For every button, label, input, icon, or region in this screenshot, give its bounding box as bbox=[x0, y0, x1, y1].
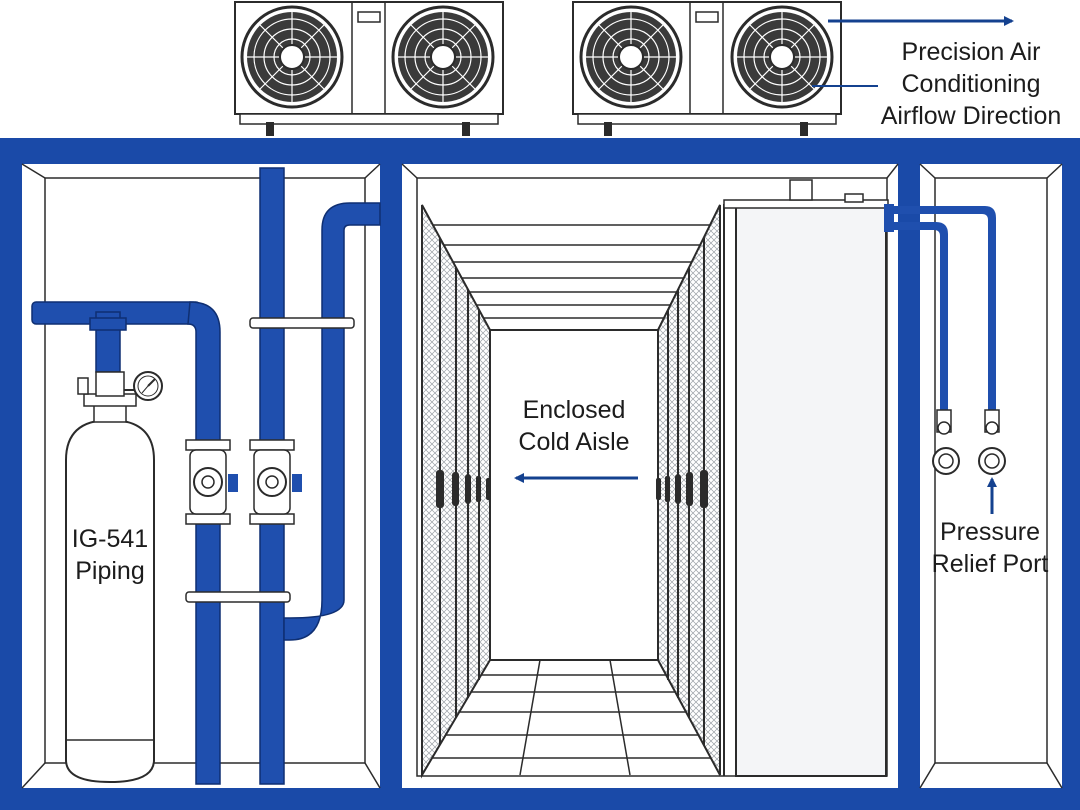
valve-icon bbox=[249, 439, 302, 525]
relief-label-line-1: Pressure bbox=[939, 518, 1041, 546]
airflow-label-line-3: Airflow Direction bbox=[880, 102, 1062, 130]
relief-label: Pressure Relief Port bbox=[920, 516, 1060, 580]
piping-label-line-2: Piping bbox=[75, 557, 145, 585]
fan-icon bbox=[391, 5, 495, 109]
rack-row-right bbox=[656, 204, 721, 776]
cold-aisle-label-line-2: Cold Aisle bbox=[518, 428, 630, 456]
fan-icon bbox=[240, 5, 344, 109]
condenser-unit-left bbox=[234, 1, 504, 136]
relief-port bbox=[978, 409, 1006, 475]
relief-piping bbox=[884, 204, 996, 412]
cold-aisle-label-line-1: Enclosed bbox=[522, 396, 626, 424]
pressure-gauge-icon bbox=[133, 371, 163, 401]
relief-port bbox=[932, 409, 960, 475]
piping-label-line-1: IG-541 bbox=[71, 525, 149, 553]
piping-label: IG-541 Piping bbox=[60, 523, 160, 587]
valve-icon bbox=[185, 439, 238, 525]
fan-icon bbox=[579, 5, 683, 109]
condenser-unit-right bbox=[572, 1, 842, 136]
airflow-label-line-2: Conditioning bbox=[901, 70, 1041, 98]
airflow-label: Precision Air Conditioning Airflow Direc… bbox=[866, 36, 1076, 132]
equipment-cabinet bbox=[723, 179, 889, 777]
airflow-label-line-1: Precision Air bbox=[901, 38, 1041, 66]
rack-row-left bbox=[421, 204, 491, 779]
ig541-piping-system bbox=[31, 167, 381, 785]
cold-aisle-enclosure bbox=[421, 179, 889, 779]
room-outlines bbox=[21, 163, 1063, 789]
relief-label-line-2: Relief Port bbox=[931, 550, 1049, 578]
fan-icon bbox=[730, 5, 834, 109]
ig541-cylinder bbox=[65, 371, 155, 784]
building-frame bbox=[0, 138, 1080, 810]
cold-aisle-label: Enclosed Cold Aisle bbox=[500, 394, 648, 458]
